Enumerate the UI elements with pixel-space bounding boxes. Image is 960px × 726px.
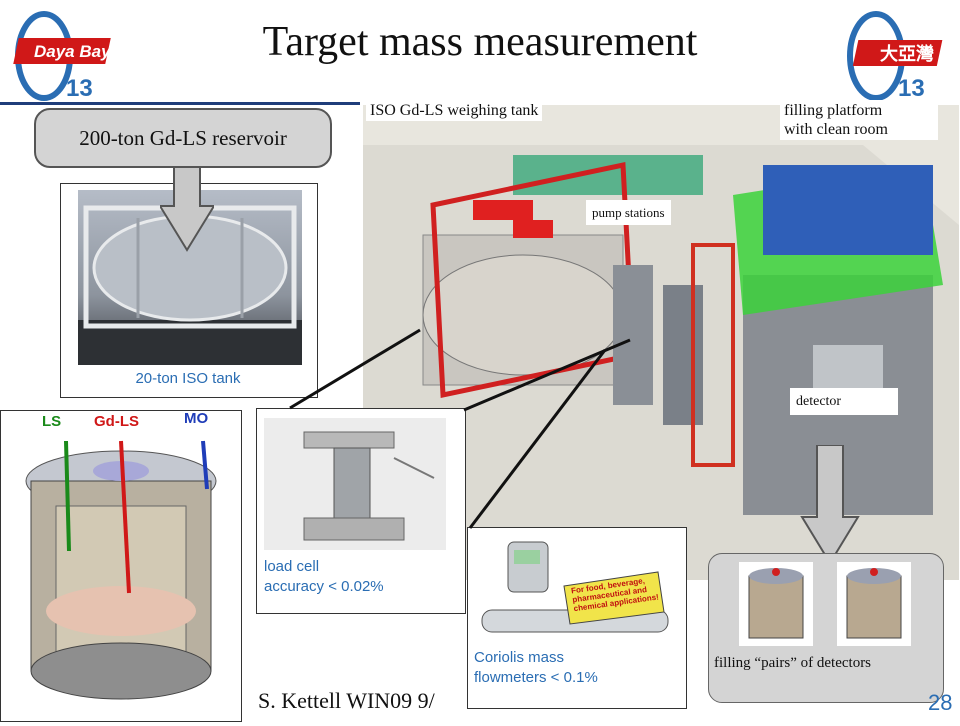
detector-down-arrow [800, 444, 860, 570]
slide-title: Target mass measurement [262, 19, 698, 65]
reservoir-down-arrow [158, 159, 216, 257]
label-filling-platform-line1: filling platform [784, 102, 883, 119]
label-ls: LS [42, 413, 62, 430]
title-underline [0, 102, 360, 105]
load-cell-photo [264, 418, 446, 550]
iso-tank-caption: 20-ton ISO tank [135, 370, 241, 387]
label-weighing-tank: ISO Gd-LS weighing tank [366, 100, 543, 121]
coriolis-line1: Coriolis mass [474, 649, 565, 666]
daya-bay-logo-left: Daya Bay 13 [6, 4, 126, 104]
footer-text: S. Kettell WIN09 9/ [258, 688, 435, 713]
label-filling-platform: filling platform with clean room [780, 100, 938, 140]
reservoir-label: 200-ton Gd-LS reservoir [79, 125, 287, 150]
detector-cad-frame [0, 410, 242, 722]
daya-bay-logo-right: 大亞灣 13 [840, 4, 958, 104]
detector-pairs-box [708, 553, 944, 703]
load-cell-caption: load cell accuracy < 0.02% [264, 557, 384, 597]
detector-pairs-caption: filling “pairs” of detectors [714, 655, 872, 671]
logo-right-text: 大亞灣 [880, 43, 934, 65]
label-pump-stations: pump stations [586, 200, 671, 225]
label-gdls: Gd-LS [94, 413, 139, 430]
label-mo: MO [184, 410, 209, 427]
coriolis-line2: flowmeters < 0.1% [474, 669, 598, 686]
page-number: 28 [928, 690, 953, 715]
coriolis-caption: Coriolis mass flowmeters < 0.1% [474, 648, 598, 688]
logo-right-sub: 13 [898, 75, 925, 102]
logo-left-text: Daya Bay [34, 42, 112, 61]
load-cell-line1: load cell [264, 558, 320, 575]
coriolis-frame [467, 527, 687, 709]
load-cell-line2: accuracy < 0.02% [264, 578, 384, 595]
logo-left-sub: 13 [66, 75, 93, 102]
iso-tank-photo [78, 190, 302, 365]
label-filling-platform-line2: with clean room [784, 121, 888, 138]
label-detector: detector [790, 388, 898, 415]
reservoir-callout: 200-ton Gd-LS reservoir [34, 108, 332, 168]
